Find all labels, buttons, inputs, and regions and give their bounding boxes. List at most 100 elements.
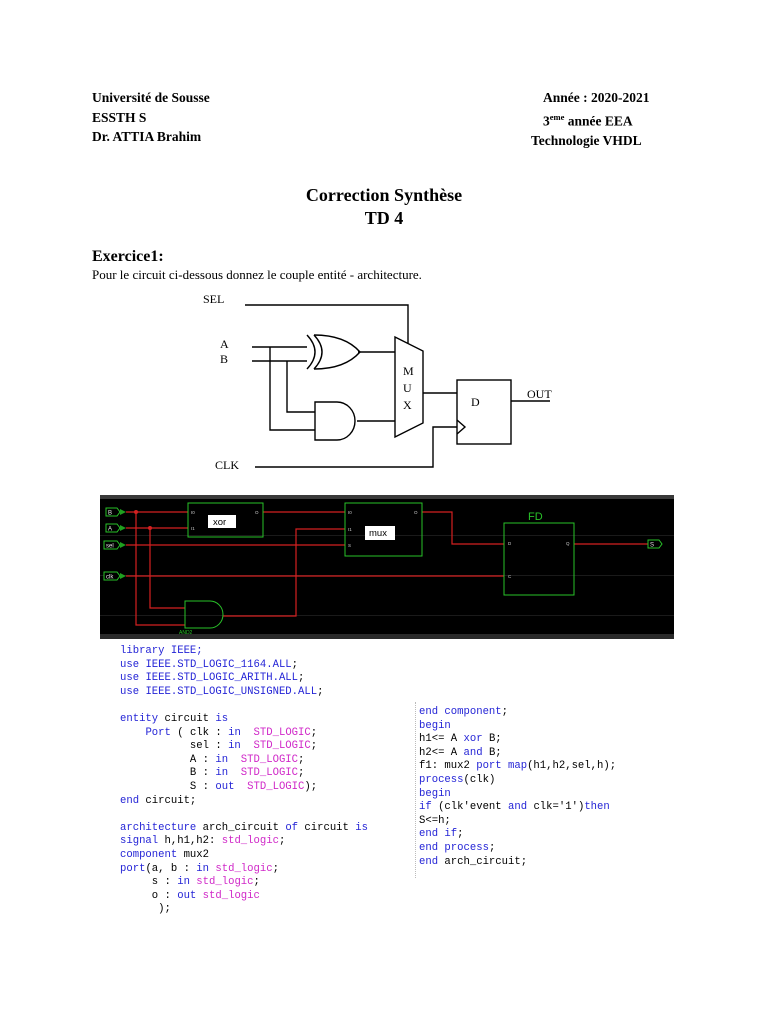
code-token bbox=[241, 740, 254, 752]
mux-letter-m: M bbox=[403, 364, 414, 378]
code-token bbox=[228, 767, 241, 779]
code-line: S : out STD_LOGIC); bbox=[120, 781, 368, 795]
code-token: h,h1,h2: bbox=[158, 835, 222, 848]
code-token: IEEE.STD_LOGIC_UNSIGNED.ALL bbox=[145, 685, 318, 698]
code-line: port(a, b : in std_logic; bbox=[120, 863, 368, 877]
code-line: component mux2 bbox=[120, 849, 368, 863]
code-separator bbox=[415, 702, 416, 878]
code-token: in bbox=[177, 876, 190, 889]
code-token: circuit bbox=[158, 712, 216, 725]
code-line: end process; bbox=[419, 842, 616, 856]
code-token: ; bbox=[310, 726, 318, 739]
code-token: ; bbox=[278, 835, 286, 848]
code-token bbox=[228, 754, 241, 766]
code-token: STD_LOGIC bbox=[240, 767, 299, 780]
code-token: in bbox=[215, 767, 229, 780]
code-token: is bbox=[215, 712, 229, 725]
code-line: h1<= A xor B; bbox=[419, 733, 616, 747]
code-token: ; bbox=[298, 753, 305, 766]
code-token: clk='1') bbox=[527, 801, 585, 814]
doc-title: Correction Synthèse bbox=[305, 185, 463, 205]
header-right: Année : 2020-2021 3eme année EEA Technol… bbox=[531, 88, 650, 150]
xor-pin-i0: I0 bbox=[191, 510, 195, 515]
code-token: is bbox=[355, 821, 368, 834]
code-token: IEEE.STD_LOGIC_1164.ALL bbox=[145, 658, 292, 671]
code-token: ; bbox=[298, 767, 305, 780]
code-line: sel : in STD_LOGIC; bbox=[120, 740, 368, 754]
code-token: then bbox=[584, 801, 610, 814]
code-token bbox=[234, 781, 247, 793]
b-label: B bbox=[220, 352, 228, 366]
code-token: std_logic bbox=[196, 889, 260, 902]
port-s-label: S bbox=[650, 543, 654, 549]
code-token: std_logic bbox=[221, 835, 279, 848]
port-sel-label: sel bbox=[106, 544, 114, 550]
code-line: use IEEE.STD_LOGIC_UNSIGNED.ALL; bbox=[120, 686, 368, 700]
vhdl-code-left: library IEEE; use IEEE.STD_LOGIC_1164.ALL… bbox=[120, 645, 368, 917]
code-token: o : bbox=[120, 889, 178, 902]
clk-label: CLK bbox=[215, 458, 239, 472]
university-name: Université de Sousse bbox=[92, 90, 210, 105]
code-line: B : in STD_LOGIC; bbox=[120, 767, 368, 781]
code-token: signal bbox=[120, 835, 159, 848]
code-token: h1<= A bbox=[419, 733, 464, 746]
port-b-label: B bbox=[108, 511, 112, 517]
school-name: ESSTH S bbox=[92, 109, 147, 125]
code-token: out bbox=[215, 780, 235, 793]
code-token: if bbox=[419, 801, 432, 814]
code-token: STD_LOGIC bbox=[253, 726, 311, 739]
code-line: if (clk'event and clk='1')then bbox=[419, 801, 616, 815]
code-line: ); bbox=[120, 903, 368, 917]
code-token: in bbox=[228, 740, 241, 753]
code-token: h2<= A bbox=[419, 746, 464, 759]
xor-block-label: xor bbox=[213, 517, 226, 528]
code-token: ; bbox=[272, 862, 279, 875]
code-line: h2<= A and B; bbox=[419, 747, 616, 761]
code-token: STD_LOGIC bbox=[247, 780, 305, 793]
code-token: Port bbox=[145, 726, 171, 739]
fd-block-label: FD bbox=[528, 511, 543, 523]
rtl-schematic: B A sel clk S xor I0 I1 O mux I0 I1 S O … bbox=[100, 495, 674, 639]
code-token: (clk) bbox=[463, 773, 496, 786]
code-token: use bbox=[120, 672, 146, 685]
code-line: f1: mux2 port map(h1,h2,sel,h); bbox=[419, 760, 616, 774]
code-token: library IEEE; bbox=[120, 645, 203, 657]
code-token: B; bbox=[482, 746, 502, 759]
code-token: ; bbox=[457, 828, 464, 841]
code-line: library IEEE; bbox=[120, 645, 368, 659]
code-token: begin bbox=[419, 787, 451, 800]
code-token: xor bbox=[463, 733, 483, 746]
mux-letter-u: U bbox=[403, 381, 412, 395]
code-line: use IEEE.STD_LOGIC_ARITH.ALL; bbox=[120, 672, 368, 686]
academic-year: Année : 2020-2021 bbox=[543, 90, 650, 105]
code-line: S<=h; bbox=[419, 815, 616, 829]
code-token: end if bbox=[419, 828, 458, 841]
code-token: B : bbox=[120, 767, 216, 780]
code-token: ); bbox=[304, 780, 318, 793]
course-name: Technologie VHDL bbox=[531, 132, 642, 148]
doc-subtitle: TD 4 bbox=[364, 208, 404, 228]
schematic-labels: SEL A B CLK M U X D OUT bbox=[203, 292, 552, 472]
code-token: ( clk : bbox=[170, 726, 229, 739]
code-token: STD_LOGIC bbox=[253, 740, 311, 753]
code-token: end bbox=[419, 855, 439, 868]
mux-pin-a: I0 bbox=[348, 510, 352, 515]
code-token: ; bbox=[501, 706, 509, 718]
code-line: architecture arch_circuit of circuit is bbox=[120, 822, 368, 836]
mux-letter-x: X bbox=[403, 398, 412, 412]
code-token: (a, b : bbox=[145, 862, 197, 875]
xor-pin-i1: I1 bbox=[191, 526, 195, 531]
code-token: std_logic bbox=[209, 862, 273, 875]
code-token: S : bbox=[120, 780, 216, 793]
mux-pin-o: O bbox=[414, 510, 418, 515]
logic-schematic: SEL A B CLK M U X D OUT bbox=[203, 292, 552, 472]
code-token: circuit bbox=[298, 821, 356, 834]
code-line: process(clk) bbox=[419, 774, 616, 788]
code-token: in bbox=[228, 726, 241, 739]
code-token: B; bbox=[482, 733, 502, 746]
code-token: in bbox=[196, 862, 210, 875]
code-line: signal h,h1,h2: std_logic; bbox=[120, 835, 368, 849]
code-token: and bbox=[463, 746, 483, 759]
code-token: port bbox=[120, 862, 146, 875]
